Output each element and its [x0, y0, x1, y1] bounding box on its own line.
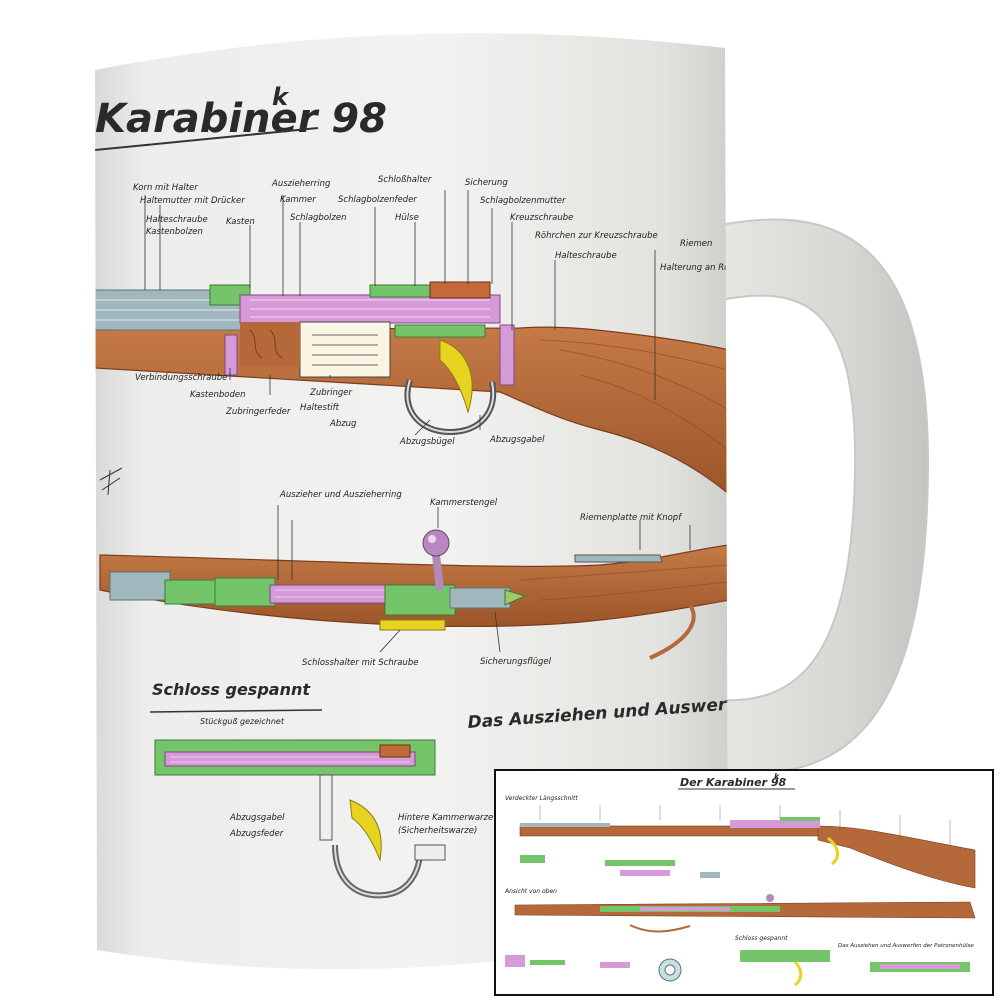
rifle-cross-section — [95, 190, 728, 497]
label-mid-0: Auszieher und Auszieherring — [279, 490, 402, 500]
rifle-top-view — [99, 505, 728, 660]
label-bottom-4: Haltestift — [300, 403, 340, 413]
mug-handle — [719, 218, 930, 774]
label-mid-2: Riemenplatte mit Knopf — [580, 513, 683, 523]
label-top-14: Röhrchen zur Kreuzschraube — [535, 231, 658, 241]
label-bottom-6: Abzugsbügel — [399, 437, 455, 447]
inset-section-4: Das Ausziehen und Auswerfen der Patronen… — [838, 943, 974, 949]
label-top-15: Halteschraube — [555, 251, 617, 261]
section-schloss-subtitle: Stückguß gezeichnet — [200, 717, 285, 726]
inset-section-3: Schloss gespannt — [735, 935, 788, 942]
inset-title-superscript: k — [774, 772, 780, 781]
label-top-0: Korn mit Halter — [133, 183, 198, 193]
label-mid-1: Kammerstengel — [430, 498, 498, 508]
inset-poster: Der Karabiner 98 k Verdeckter Längsschni… — [494, 769, 994, 996]
label-mid-3: Schlosshalter mit Schraube — [302, 658, 418, 668]
label-top-1: Haltemutter mit Drücker — [140, 196, 245, 206]
label-bottom-3: Zubringer — [309, 388, 352, 398]
label-bottom-5: Abzug — [329, 419, 357, 429]
label-top-6: Kammer — [280, 195, 316, 205]
label-top-10: Hülse — [395, 213, 419, 223]
mug-print: Karabiner 98 k — [95, 83, 739, 899]
mug-title-superscript: k — [272, 83, 290, 111]
label-lower-1: Abzugsfeder — [229, 829, 284, 839]
section-schloss-title: Schloss gespannt — [152, 680, 311, 699]
small-part-sketch — [99, 467, 123, 496]
bolt-cocked-drawing — [154, 739, 446, 899]
label-bottom-7: Abzugsgabel — [489, 435, 545, 445]
mug-body — [95, 33, 728, 970]
label-mid-4: Sicherungsflügel — [480, 657, 552, 667]
label-top-7: Schlagbolzen — [290, 213, 346, 223]
inset-title: Der Karabiner 98 — [680, 776, 786, 789]
label-top-13: Kreuzschraube — [510, 213, 573, 223]
title-underline — [95, 127, 319, 151]
label-top-9: Schlagbolzenfeder — [338, 195, 417, 205]
label-top-4: Kasten — [226, 217, 255, 227]
inset-section-1: Verdeckter Längsschnitt — [505, 795, 578, 802]
label-top-2: Halteschraube — [146, 215, 208, 225]
inset-section-2: Ansicht von oben — [504, 888, 557, 895]
label-top-17: Halterung an Rohr — [660, 263, 739, 273]
label-top-8: Schloßhalter — [378, 175, 432, 185]
mug-title: Karabiner 98 — [95, 96, 387, 142]
label-top-16: Riemen — [680, 239, 712, 249]
label-bottom-0: Verbindungsschraube — [135, 373, 227, 383]
label-lower-0: Abzugsgabel — [229, 813, 285, 823]
section-schloss-underline — [149, 709, 323, 713]
label-top-5: Auszieherring — [271, 179, 331, 189]
label-bottom-1: Kastenboden — [190, 390, 245, 400]
label-top-11: Sicherung — [465, 178, 508, 188]
label-lower-3: (Sicherheitswarze) — [398, 826, 477, 836]
label-top-3: Kastenbolzen — [146, 227, 203, 237]
label-top-12: Schlagbolzenmutter — [480, 196, 566, 206]
label-lower-2: Hintere Kammerwarze — [398, 813, 493, 823]
label-bottom-2: Zubringerfeder — [225, 407, 291, 417]
